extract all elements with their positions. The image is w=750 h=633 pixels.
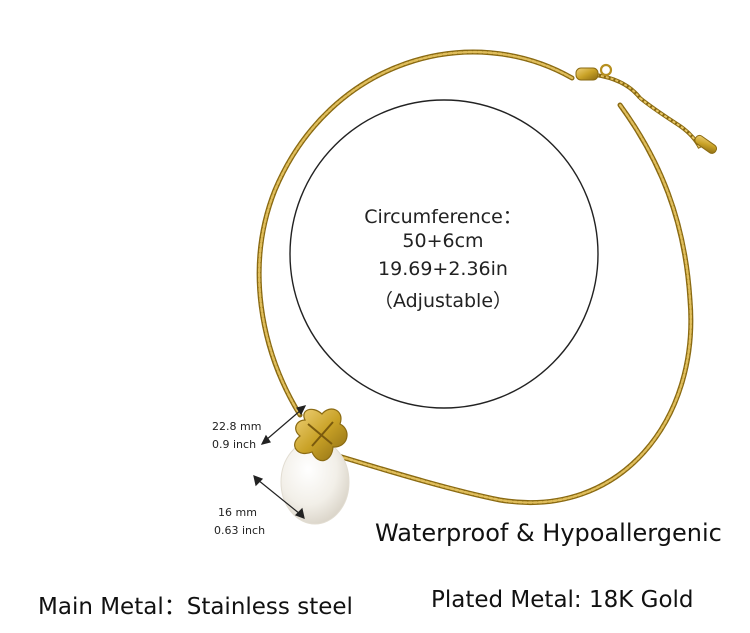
circumference-imperial: 19.69+2.36in	[378, 258, 508, 280]
pendant-height-mm: 22.8 mm	[212, 420, 262, 433]
pendant-height-inch: 0.9 inch	[212, 438, 257, 451]
necklace-chain	[256, 49, 694, 505]
pendant-width-label: 16 mm 0.63 inch	[214, 504, 265, 540]
tagline: Waterproof & Hypoallergenic	[375, 519, 722, 547]
pendant-width-inch: 0.63 inch	[214, 524, 266, 537]
plated-metal-spec: Plated Metal: 18K Gold	[431, 587, 694, 613]
main-metal-spec: Main Metal：Stainless steel	[38, 594, 353, 620]
circumference-note: （Adjustable）	[373, 290, 513, 312]
dimension-arrows	[253, 405, 307, 519]
pearl-pendant	[280, 408, 350, 525]
circumference-circle	[289, 99, 599, 409]
clasp-and-extender	[575, 63, 718, 154]
pendant-height-label: 22.8 mm 0.9 inch	[212, 418, 261, 454]
pendant-width-mm: 16 mm	[218, 506, 257, 519]
circumference-metric: 50+6cm	[402, 230, 484, 252]
circumference-heading: Circumference：	[364, 206, 522, 228]
